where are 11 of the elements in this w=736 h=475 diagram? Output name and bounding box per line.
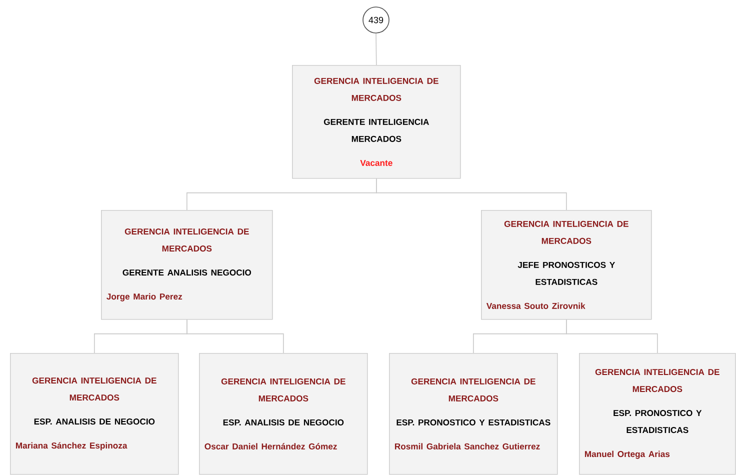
position-box: GERENCIA INTELIGENCIA DE MERCADOS GERENTE INTELIGENCIA MERCADOS Vacante	[292, 65, 461, 179]
connector-line	[376, 33, 377, 66]
connector-line	[566, 319, 658, 354]
position-box: GERENCIA INTELIGENCIA DE MERCADOS ESP. ANALISIS DE NEGOCIO Oscar Daniel Hernández Gómez	[199, 353, 368, 475]
position-box: GERENCIA INTELIGENCIA DE MERCADOS ESP. PRONOSTICO Y ESTADISTICAS Rosmil Gabriela Sanchez Gutierrez	[389, 353, 558, 475]
position-box: GERENCIA INTELIGENCIA DE MERCADOS ESP. ANALISIS DE NEGOCIO Mariana Sánchez Espinoza	[10, 353, 179, 475]
position-box: GERENCIA INTELIGENCIA DE MERCADOS GERENTE ANALISIS NEGOCIO Jorge Mario Perez	[101, 210, 273, 320]
connector-line	[186, 319, 284, 354]
position-box: GERENCIA INTELIGENCIA DE MERCADOS JEFE PRONOSTICOS Y ESTADISTICAS Vanessa Souto Zirovnik	[481, 210, 652, 320]
connector-line	[376, 178, 567, 210]
position-box: GERENCIA INTELIGENCIA DE MERCADOS ESP. PRONOSTICO Y ESTADISTICAS Manuel Ortega Arias	[579, 353, 736, 475]
